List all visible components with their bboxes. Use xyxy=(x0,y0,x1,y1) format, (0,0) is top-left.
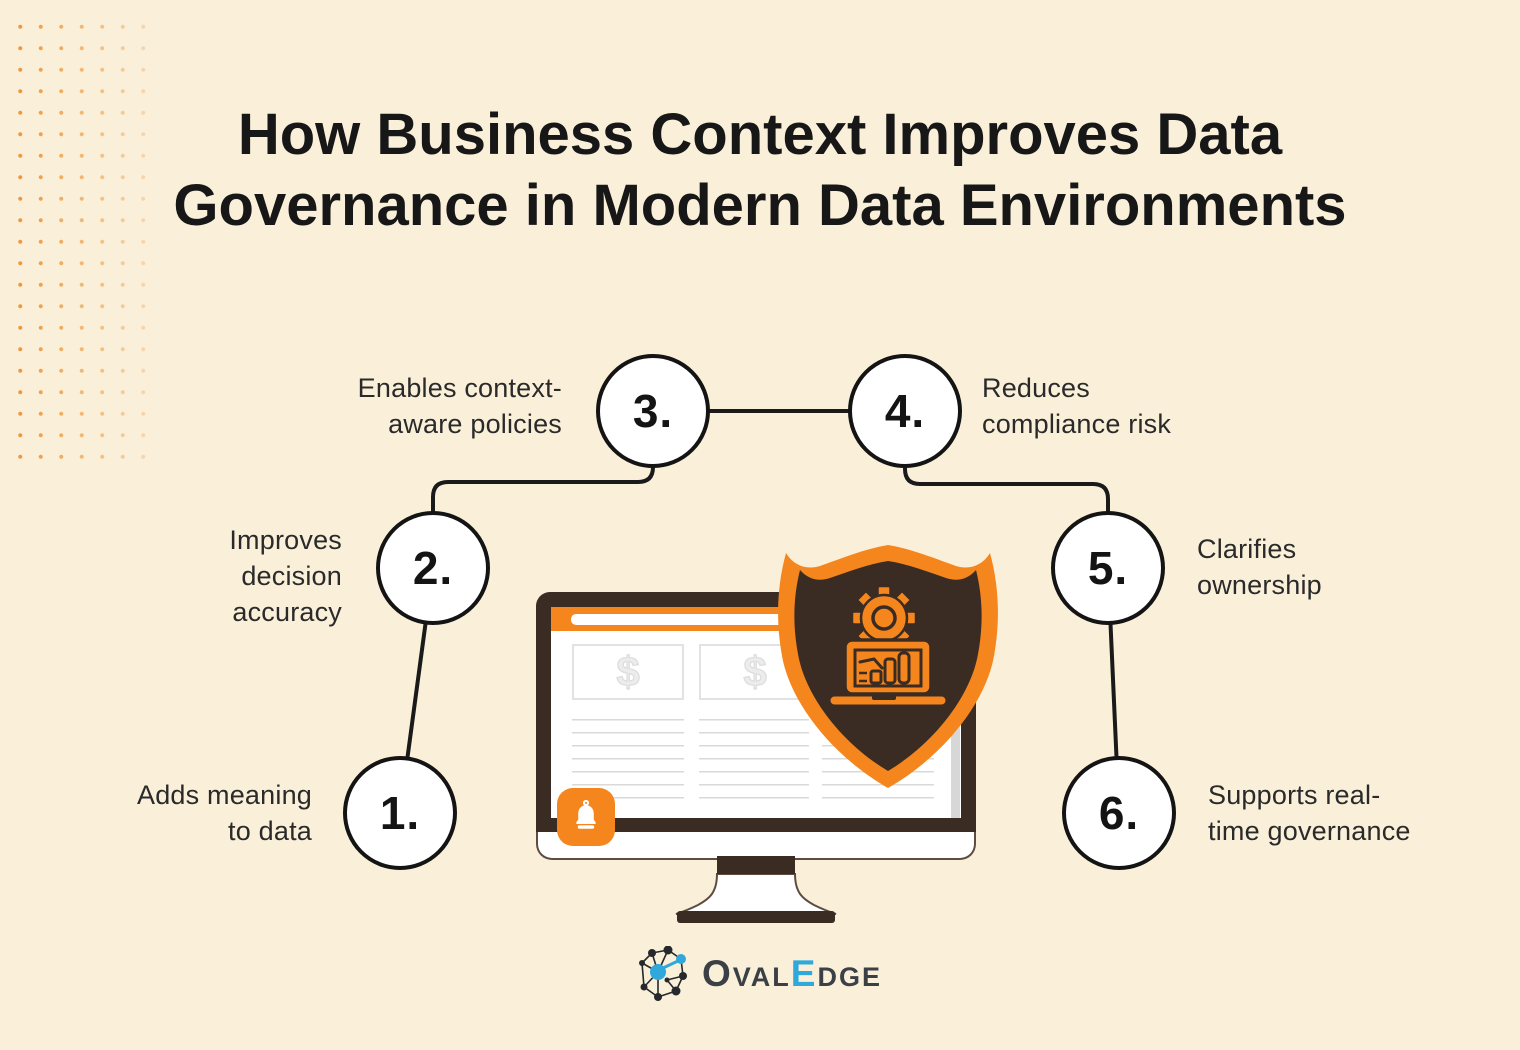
title-line-2: Governance in Modern Data Environments xyxy=(173,173,1347,238)
dollar-icon: $ xyxy=(743,647,768,695)
bell-icon xyxy=(576,799,596,829)
monitor-stand-base xyxy=(677,911,835,923)
monitor-stand xyxy=(675,873,837,915)
step-circle-3: 3. xyxy=(596,354,710,468)
step-label-5: Clarifies ownership xyxy=(1197,534,1322,600)
step-label-3: Enables context- aware policies xyxy=(357,373,562,439)
step-label-2: Improves decision accuracy xyxy=(229,525,342,627)
step-circle-2: 2. xyxy=(376,511,490,625)
shield-icon xyxy=(778,545,998,788)
network-icon xyxy=(639,946,687,1001)
monitor-stand-neck xyxy=(717,856,795,874)
logo-letters-val: VAL xyxy=(732,962,791,992)
step-label-6: Supports real- time governance xyxy=(1208,780,1411,846)
step-number: 4. xyxy=(884,385,926,437)
laptop-chart-icon xyxy=(827,638,949,708)
step-number: 3. xyxy=(632,385,674,437)
url-bar xyxy=(571,614,943,625)
logo-letter-o: O xyxy=(702,953,733,994)
step-number: 2. xyxy=(412,542,454,594)
title-line-1: How Business Context Improves Data xyxy=(237,102,1283,167)
page-title: How Business Context Improves Data Gover… xyxy=(0,99,1520,241)
step-label-1: Adds meaning to data xyxy=(136,780,312,846)
dot-grid-pattern xyxy=(6,10,160,466)
step-number: 1. xyxy=(379,787,421,839)
dollar-card: $ xyxy=(572,644,684,700)
step-circle-5: 5. xyxy=(1051,511,1165,625)
text-placeholder-lines xyxy=(699,719,809,802)
step-number: 6. xyxy=(1098,787,1140,839)
bell-badge xyxy=(557,788,615,846)
step-circle-1: 1. xyxy=(343,756,457,870)
logo-letter-e: E xyxy=(790,953,818,994)
dollar-card: $ xyxy=(699,644,811,700)
dollar-icon: $ xyxy=(616,647,641,695)
step-circle-4: 4. xyxy=(848,354,962,468)
step-label-4: Reduces compliance risk xyxy=(982,373,1172,439)
logo-letters-dge: DGE xyxy=(817,962,882,992)
step-circle-6: 6. xyxy=(1062,756,1176,870)
step-number: 5. xyxy=(1087,542,1129,594)
